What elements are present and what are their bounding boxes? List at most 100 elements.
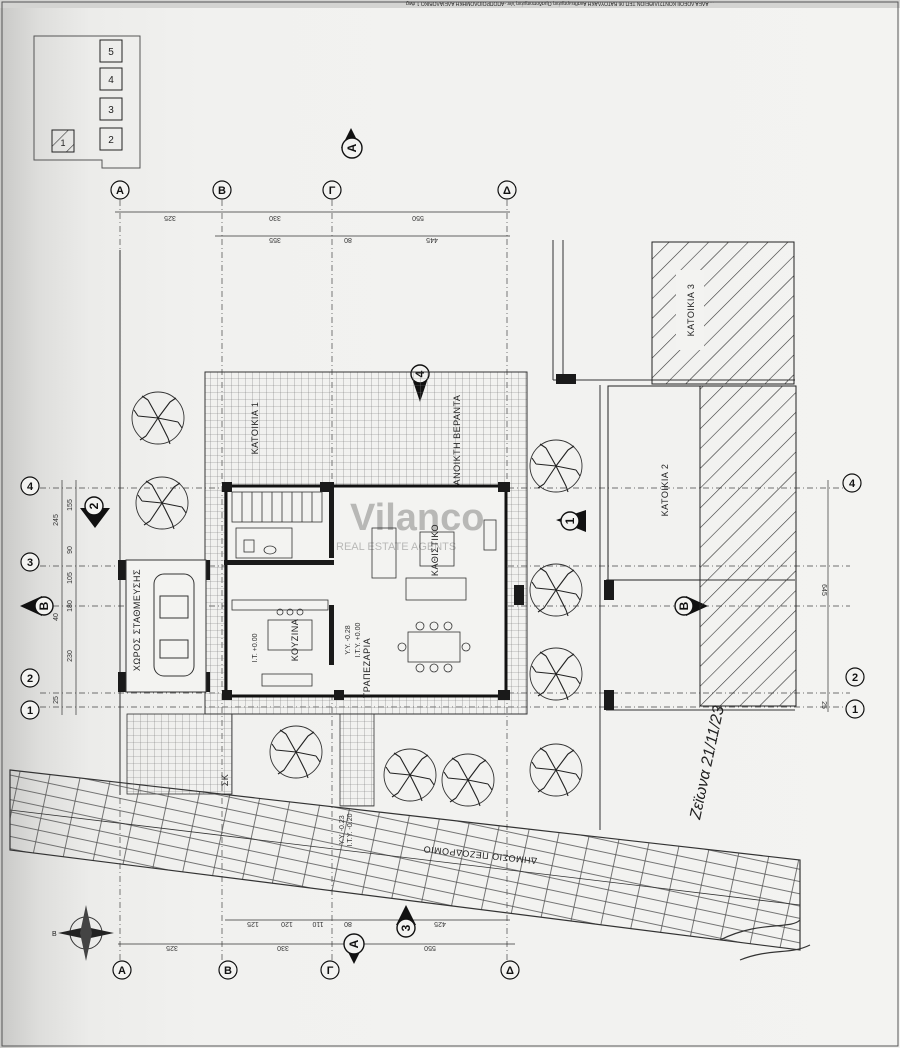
view-marker-3: 3 [396,905,416,938]
grid-label-b-top: Β [218,185,226,197]
grid-label-4-left: 4 [27,481,34,493]
dim-bottom-6: 325 [166,944,178,951]
dim-left-7: 230 [67,650,74,662]
katoikia-2-hatched [699,385,797,707]
grid-label-4-right: 4 [849,478,856,490]
dim-top-5: 80 [344,236,352,243]
dim-bottom-1: 125 [247,920,259,927]
grid-label-1-right: 1 [852,704,858,716]
grid-bubbles-bottom: Α Β Γ Δ [112,960,520,980]
katoikia-3-label: ΚΑΤΟΙΚΙΑ 3 [686,284,696,337]
dim-left-5: 180 [67,600,74,612]
view-3-label: 3 [399,924,413,931]
watermark: Vilanco REAL ESTATE AGENTS [336,497,484,553]
dim-bottom-3: 110 [312,920,323,927]
section-b-label-right: Β [677,601,691,610]
katoikia-3-label-bg [676,270,704,350]
living-furniture [371,519,497,601]
sidewalk-centerline [9,809,801,906]
key-unit-5: 5 [108,47,114,58]
dim-right-1: 645 [820,584,827,596]
dining-label: ΤΡΑΠΕΖΑΡΙΑ [362,638,372,698]
grid-label-a-bottom: Α [118,965,126,977]
veranda-label: ΑΝΟΙΚΤΗ ΒΕΡΑΝΤΑ [452,395,462,486]
view-2-label: 2 [87,502,101,509]
signature-text: Ζεϊωνα 21/11/23 [687,704,728,822]
dim-bottom-5: 425 [434,920,446,927]
watermark-tagline: REAL ESTATE AGENTS [336,541,456,553]
dimensions-top: 325 330 550 355 80 445 [115,211,510,243]
key-unit-1: 1 [60,138,65,148]
dimensions-right: 645 25 [820,480,829,712]
dim-bottom-2: 120 [281,920,293,927]
dim-left-3: 90 [67,546,74,554]
grid-label-1-left: 1 [27,705,33,717]
katoikia-2-label: ΚΑΤΟΙΚΙΑ 2 [660,464,670,517]
entry-path-paving [339,713,375,807]
kitchen-level: Ι.Τ. +0.00 [252,633,259,662]
grid-bubbles-left: 4 3 2 1 [20,476,40,720]
dim-top-4: 355 [269,236,281,243]
watermark-brand: Vilanco [350,497,484,539]
wc [235,527,293,559]
grid-label-b-bottom: Β [224,965,232,977]
grid-label-a-top: Α [116,185,124,197]
road-level-bottom: Ι.Τ.Υ. -0.20 [347,813,354,846]
grid-label-d-top: Δ [503,185,511,197]
dim-left-8: 25 [53,696,60,704]
kitchen-fixtures [231,599,329,687]
dimensions-bottom: 125 120 110 80 425 325 330 550 [118,919,515,951]
section-mark-b-right: Β [674,596,708,616]
grid-bubbles-top: Α Β Γ Δ [110,180,517,200]
dining-furniture [397,621,471,673]
view-marker-2: 2 [80,496,110,528]
road-level-top: Υ.Υ. -0.23 [339,815,346,844]
car-icon [153,573,195,677]
dim-left-4: 105 [67,572,74,584]
dim-bottom-4: 80 [344,920,352,927]
staircase [231,491,323,523]
living-label: ΚΑΘΙΣΤΙΚΟ [430,524,440,576]
grid-label-3-left: 3 [27,557,33,569]
dim-left-6: 40 [53,613,60,621]
section-mark-b-left: Β [20,596,54,616]
katoikia-2-area [607,385,701,581]
key-unit-3: 3 [108,105,114,116]
grid-label-2-right: 2 [852,672,858,684]
kitchen-label: ΚΟΥΖΙΝΑ [290,619,300,661]
dim-top-2: 330 [269,214,281,221]
entry-level-top: Υ.Υ. -0.28 [345,625,352,654]
house-outline [224,484,508,698]
section-a-label-bottom: Α [347,939,361,948]
sk-label: ΣΚ [220,774,230,787]
north-label: Β [52,931,57,938]
grid-label-g-top: Γ [329,185,336,197]
dim-top-3: 550 [412,214,424,221]
key-plan: 1 2 3 4 5 [33,35,141,169]
grid-label-d-bottom: Δ [506,965,514,977]
dim-left-2: 155 [67,499,74,511]
grid-label-2-left: 2 [27,673,33,685]
key-unit-4: 4 [108,75,114,86]
dim-bottom-7: 330 [277,944,289,951]
dim-top-1: 325 [164,214,176,221]
dim-left-1: 245 [53,514,60,526]
key-unit-2: 2 [108,135,114,146]
public-sidewalk [9,769,801,951]
grid-bubbles-right: 4 2 1 [842,473,865,719]
header-strip [0,0,900,8]
dim-bottom-8: 550 [424,944,436,951]
grid-label-g-bottom: Γ [327,965,334,977]
katoikia-1-label: ΚΑΤΟΙΚΙΑ 1 [250,402,260,455]
view-marker-1: 1 [556,510,586,532]
parking-label: ΧΩΡΟΣ ΣΤΑΘΜΕΥΣΗΣ [132,569,142,671]
entry-level-bottom: Ι.Τ.Υ. +0.00 [355,623,362,658]
north-arrow-icon: Β [52,905,114,961]
section-a-label-top: Α [345,143,359,152]
garden-paving [126,713,233,795]
dim-top-6: 445 [426,236,438,243]
dimensions-left: 245 155 90 105 180 40 230 25 [53,480,77,715]
section-mark-a-top: Α [341,128,363,159]
